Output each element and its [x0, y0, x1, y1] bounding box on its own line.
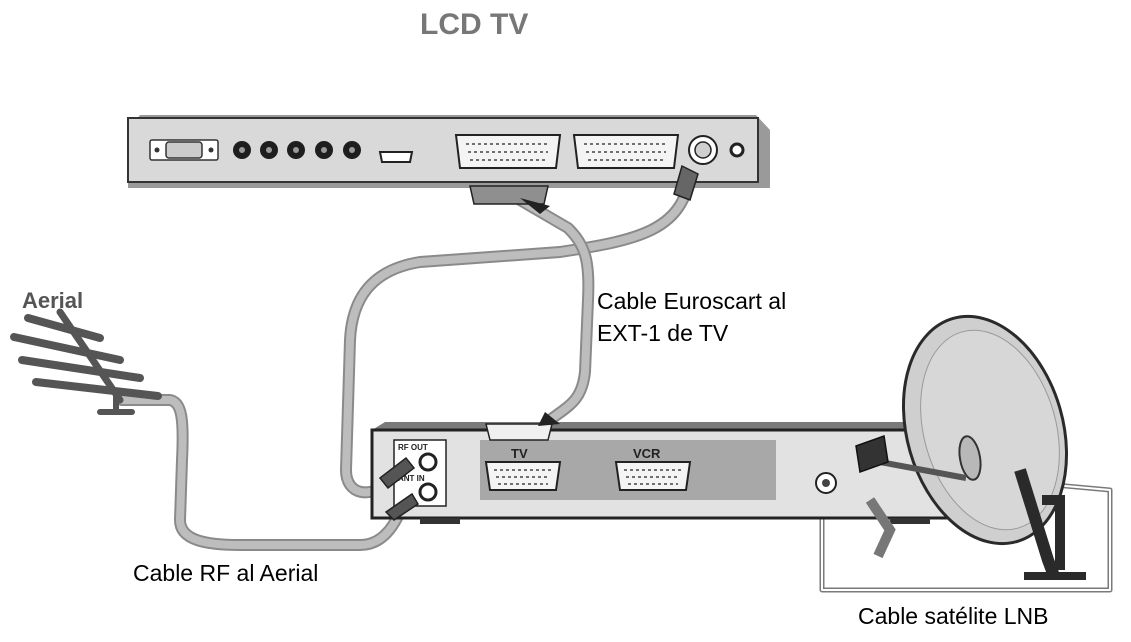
tv-scart-port-1 — [454, 134, 562, 169]
satellite-dish — [855, 314, 1086, 580]
rf-out-label: RF OUT — [398, 443, 428, 452]
diagram-title: LCD TV — [420, 8, 529, 41]
lnb-head — [855, 434, 889, 474]
lnb-cable-label: Cable satélite LNB — [858, 603, 1049, 629]
tv-antenna-port — [688, 135, 745, 165]
cables — [116, 172, 1113, 593]
lcd-tv-panel — [127, 115, 770, 188]
receiver-box: RF OUT ANT IN TV VCR — [370, 422, 960, 524]
tv-scart-port-2 — [572, 134, 680, 169]
euroscart-label-line-2: EXT-1 de TV — [597, 320, 729, 346]
aerial-antenna — [10, 308, 162, 415]
aerial-label: Aerial — [22, 288, 84, 313]
rf-cable-label: Cable RF al Aerial — [133, 560, 319, 586]
coax-plug-ant-in — [384, 492, 420, 521]
ant-in-label: ANT IN — [398, 474, 425, 483]
vcr-port-label: VCR — [633, 446, 661, 461]
scart-plug-receiver — [485, 423, 553, 441]
euroscart-cable-label: Cable Euroscart al EXT-1 de TV — [597, 285, 857, 349]
rf-out-port — [418, 452, 438, 472]
hdmi-port — [378, 151, 414, 163]
receiver-tv-scart — [484, 461, 562, 491]
tv-port-label: TV — [511, 446, 528, 461]
coax-plug-tv — [673, 164, 699, 201]
receiver-vcr-scart — [614, 461, 692, 491]
vga-port — [149, 139, 219, 161]
aerial-rf-cable — [116, 394, 406, 551]
euroscart-label-line-1: Cable Euroscart al — [597, 288, 787, 314]
coax-plug-rf-out — [378, 456, 416, 490]
scart-plug-tv — [469, 185, 549, 205]
ant-in-port — [418, 482, 438, 502]
rca-jacks — [233, 141, 361, 159]
